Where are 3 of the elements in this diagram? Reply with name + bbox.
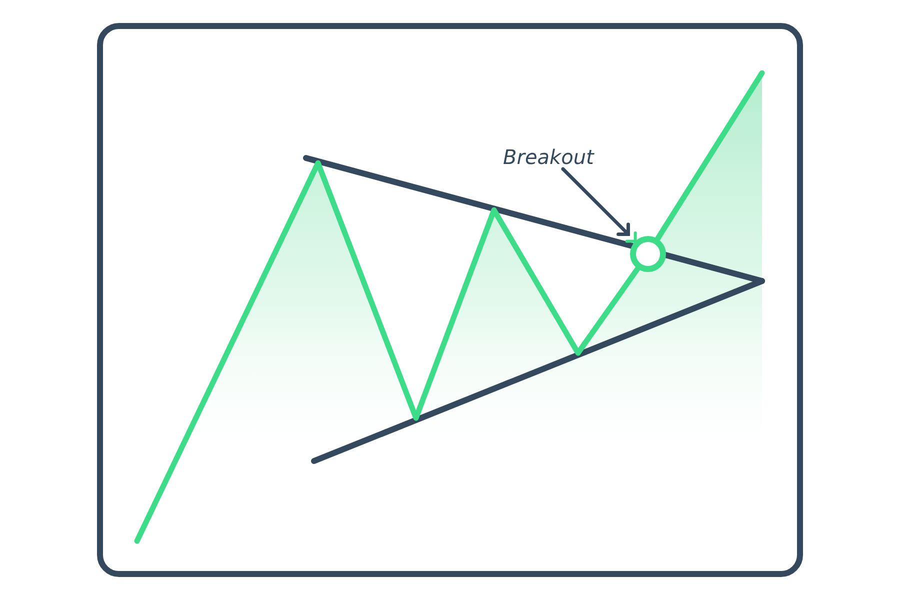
arrow	[561, 167, 638, 244]
breakout-point-marker	[630, 236, 666, 272]
breakout-label: Breakout	[503, 145, 594, 169]
